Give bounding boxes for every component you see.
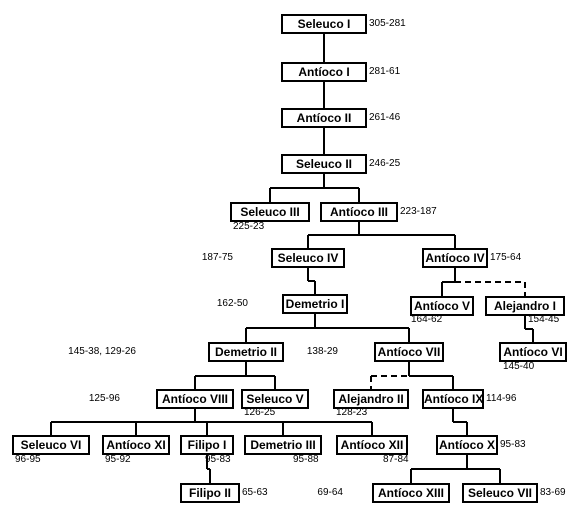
reign-dates-antioco10: 95-83 (500, 439, 526, 450)
reign-dates-filipo1: 95-83 (205, 454, 231, 465)
reign-dates-antioco3: 223-187 (400, 206, 437, 217)
ruler-box-antioco1: Antíoco I (281, 62, 367, 82)
reign-dates-seleuco6: 96-95 (15, 454, 41, 465)
ruler-box-antioco4: Antíoco IV (422, 248, 488, 268)
reign-dates-alejandro2: 128-23 (336, 407, 368, 418)
reign-dates-seleuco3: 225-23 (233, 221, 265, 232)
reign-dates-antioco8: 125-96 (88, 393, 120, 404)
ruler-box-seleuco1: Seleuco I (281, 14, 367, 34)
ruler-box-antioco11: Antíoco XI (102, 435, 170, 455)
reign-dates-seleuco1: 305-281 (369, 18, 406, 29)
reign-dates-antioco2: 261-46 (369, 112, 401, 123)
ruler-box-antioco12: Antíoco XII (336, 435, 408, 455)
ruler-box-demetrio2: Demetrio II (208, 342, 284, 362)
reign-dates-antioco4: 175-64 (490, 252, 522, 263)
ruler-box-filipo2: Filipo II (180, 483, 240, 503)
reign-dates-seleuco2: 246-25 (369, 158, 401, 169)
reign-dates-seleuco5: 126-25 (244, 407, 276, 418)
reign-dates-antioco11: 95-92 (105, 454, 131, 465)
reign-dates-filipo2: 65-63 (242, 487, 268, 498)
ruler-box-antioco7: Antíoco VII (374, 342, 444, 362)
reign-dates-seleuco7: 83-69 (540, 487, 566, 498)
ruler-box-seleuco4: Seleuco IV (271, 248, 345, 268)
ruler-box-antioco3: Antíoco III (320, 202, 398, 222)
reign-dates-antioco12: 87-84 (383, 454, 409, 465)
reign-dates-antioco7: 138-29 (306, 346, 338, 357)
ruler-box-seleuco6: Seleuco VI (12, 435, 90, 455)
reign-dates-antioco9: 114-96 (486, 393, 517, 404)
ruler-box-antioco10: Antíoco X (436, 435, 498, 455)
ruler-box-seleuco3: Seleuco III (230, 202, 310, 222)
reign-dates-demetrio3: 95-88 (293, 454, 319, 465)
ruler-box-filipo1: Filipo I (180, 435, 234, 455)
ruler-box-seleuco7: Seleuco VII (462, 483, 538, 503)
ruler-box-alejandro1: Alejandro I (485, 296, 565, 316)
ruler-box-demetrio1: Demetrio I (282, 294, 348, 314)
reign-dates-antioco6: 145-40 (503, 361, 535, 372)
reign-dates-alejandro1: 154-45 (528, 314, 560, 325)
reign-dates-antioco5: 164-62 (411, 314, 443, 325)
ruler-box-demetrio3: Demetrio III (244, 435, 322, 455)
ruler-box-seleuco5: Seleuco V (241, 389, 309, 409)
reign-dates-demetrio1: 162-50 (216, 298, 248, 309)
reign-dates-demetrio2: 145-38, 129-26 (68, 346, 136, 357)
reign-dates-antioco13: 69-64 (317, 487, 343, 498)
ruler-box-seleuco2: Seleuco II (281, 154, 367, 174)
reign-dates-antioco1: 281-61 (369, 66, 401, 77)
ruler-box-antioco9: Antíoco IX (422, 389, 484, 409)
ruler-box-antioco6: Antíoco VI (499, 342, 567, 362)
reign-dates-seleuco4: 187-75 (201, 252, 233, 263)
ruler-box-antioco8: Antíoco VIII (156, 389, 234, 409)
ruler-box-antioco5: Antíoco V (410, 296, 474, 316)
ruler-box-antioco2: Antíoco II (281, 108, 367, 128)
ruler-box-alejandro2: Alejandro II (333, 389, 409, 409)
ruler-box-antioco13: Antíoco XIII (372, 483, 450, 503)
